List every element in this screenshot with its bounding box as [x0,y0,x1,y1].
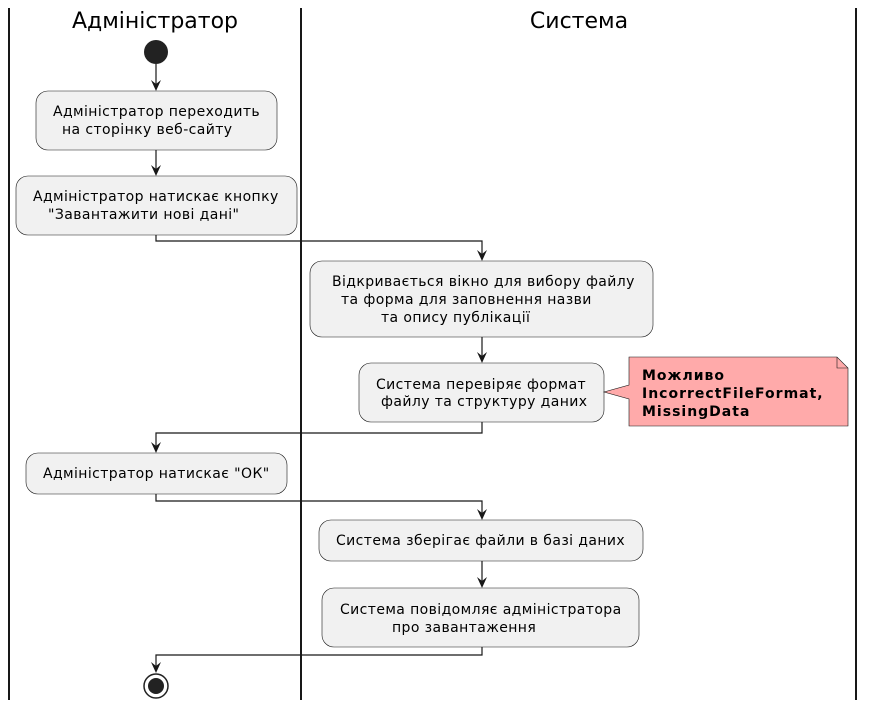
activity-line: файлу та структуру даних [381,394,587,410]
activity-validate-file: Система перевіряє формат файлу та структ… [358,362,605,423]
arrowhead [151,662,161,673]
lane-title-administrator: Адміністратор [72,9,238,34]
activity-line: Система перевіряє формат [376,377,586,393]
activity-save-files: Система зберігає файли в базі даних [318,519,644,562]
note-possible-errors: Можливо IncorrectFileFormat, MissingData [602,356,849,427]
activity-line: Адміністратор натискає "ОК" [43,466,270,482]
arrowhead [151,442,161,453]
activity-line: Відкривається вікно для вибору файлу [332,274,635,290]
arrowhead [477,577,487,588]
activity-line: на сторінку веб-сайту [62,122,233,138]
lane-title-system: Система [530,9,628,34]
activity-line: про завантаження [392,620,536,636]
activity-line: Адміністратор натискає кнопку [33,189,279,205]
arrowhead [151,165,161,176]
end-node [143,673,169,699]
flow-a4-to-a5 [155,422,483,448]
activity-line: Адміністратор переходить [53,104,260,120]
activity-line: та форма для заповнення назви [341,292,592,308]
arrowhead [477,352,487,363]
flow-a5-to-a6 [155,494,483,515]
activity-open-website: Адміністратор переходить на сторінку веб… [35,90,278,151]
flow-a2-to-a3 [155,235,483,256]
arrowhead [477,509,487,520]
activity-line: та опису публікації [381,310,530,326]
activity-notify-admin: Система повідомляє адміністратора про за… [321,587,640,648]
activity-open-upload-window: Відкривається вікно для вибору файлу та … [309,260,654,338]
note-line: Можливо [642,368,725,384]
note-line: MissingData [642,404,750,420]
flow-a7-to-end [155,647,483,668]
activity-click-ok: Адміністратор натискає "ОК" [25,452,288,495]
note-line: IncorrectFileFormat, [642,386,824,402]
arrowhead [477,250,487,261]
activity-click-upload-button: Адміністратор натискає кнопку "Завантажи… [15,175,298,236]
activity-line: Система повідомляє адміністратора [340,602,622,618]
start-node [144,40,168,64]
arrowhead [151,80,161,91]
activity-line: "Завантажити нові дані" [48,207,239,223]
activity-line: Система зберігає файли в базі даних [336,533,625,549]
